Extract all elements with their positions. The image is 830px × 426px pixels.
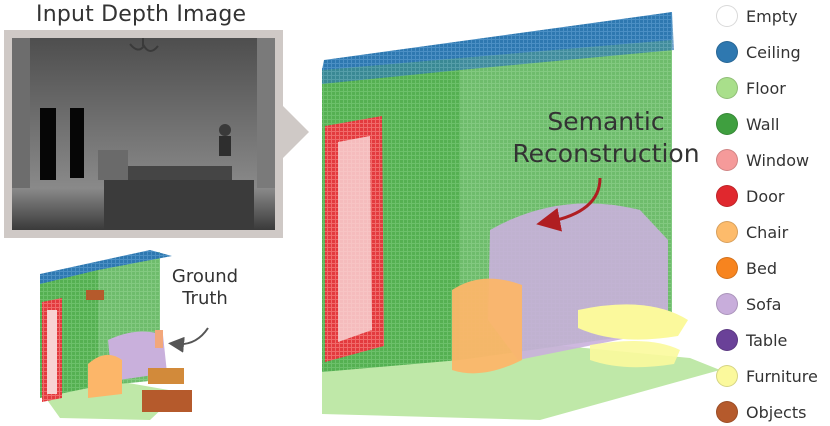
callout-arrow <box>283 106 309 158</box>
gt-table <box>148 368 184 384</box>
legend-label: Empty <box>746 6 798 26</box>
semantic-line1: Semantic <box>547 107 665 136</box>
legend-label: Table <box>746 330 788 350</box>
legend-label: Floor <box>746 78 786 98</box>
main-chair <box>452 278 522 374</box>
main-reconstruction <box>322 12 720 420</box>
legend-swatch <box>716 221 738 243</box>
legend-label: Objects <box>746 402 807 422</box>
gt-line1: Ground <box>171 266 239 287</box>
legend-item-ceiling: Ceiling <box>716 39 801 65</box>
legend-swatch <box>716 329 738 351</box>
legend-item-sofa: Sofa <box>716 291 781 317</box>
legend-label: Furniture <box>746 366 818 386</box>
legend-swatch <box>716 113 738 135</box>
semantic-arrow <box>536 177 602 232</box>
legend-label: Window <box>746 150 810 170</box>
legend-swatch <box>716 293 738 315</box>
ground-truth-arrow <box>168 327 209 353</box>
legend-label: Wall <box>746 114 780 134</box>
gt-ceiling <box>40 250 172 284</box>
legend-swatch <box>716 5 738 27</box>
input-depth-image <box>12 38 275 230</box>
gt-objects <box>142 390 192 412</box>
main-furniture <box>578 304 688 340</box>
semantic-line2: Reconstruction <box>512 139 700 168</box>
legend-item-table: Table <box>716 327 787 353</box>
legend-item-wall: Wall <box>716 111 780 137</box>
legend-swatch <box>716 401 738 423</box>
gt-chair <box>88 354 122 398</box>
legend-item-floor: Floor <box>716 75 786 101</box>
legend-label: Bed <box>746 258 777 278</box>
legend-item-objects: Objects <box>716 399 806 425</box>
legend-swatch <box>716 365 738 387</box>
legend-item-furniture: Furniture <box>716 363 818 389</box>
depth-image-drawing <box>12 38 275 230</box>
input-depth-title: Input Depth Image <box>36 2 247 27</box>
legend-item-bed: Bed <box>716 255 777 281</box>
ground-truth-reconstruction <box>40 250 192 420</box>
legend-label: Chair <box>746 222 789 242</box>
legend-swatch <box>716 257 738 279</box>
legend-label: Ceiling <box>746 42 801 62</box>
legend-label: Sofa <box>746 294 782 314</box>
legend-swatch <box>716 185 738 207</box>
legend-swatch <box>716 77 738 99</box>
gt-line2: Truth <box>182 288 228 309</box>
legend-item-chair: Chair <box>716 219 788 245</box>
legend-swatch <box>716 149 738 171</box>
legend-item-empty: Empty <box>716 3 798 29</box>
ground-truth-label: Ground Truth <box>168 266 242 310</box>
legend-item-door: Door <box>716 183 784 209</box>
legend-swatch <box>716 41 738 63</box>
semantic-reconstruction-label: Semantic Reconstruction <box>496 106 716 170</box>
legend-label: Door <box>746 186 785 206</box>
legend-item-window: Window <box>716 147 809 173</box>
